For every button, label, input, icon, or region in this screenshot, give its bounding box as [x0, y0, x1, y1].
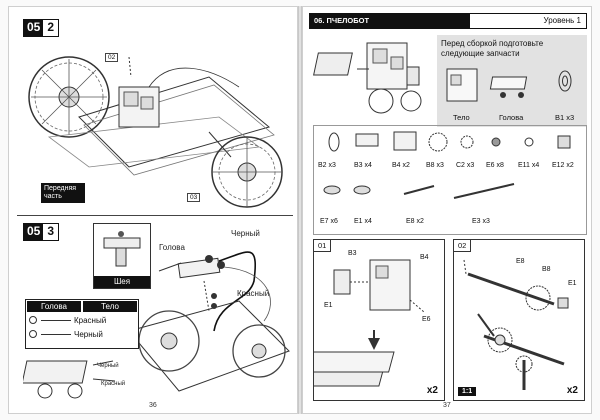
panel-number: 02 [454, 240, 472, 252]
label-e8: E8 [516, 258, 525, 265]
small-black-label: Черный [97, 363, 119, 369]
legend-row-black: Черный [26, 327, 138, 341]
page-number-right: 37 [443, 402, 451, 409]
label-b8: B8 [542, 266, 551, 273]
red-wire-label: Красный [237, 289, 270, 298]
part-b8: B8 x3 [426, 162, 444, 169]
head-label: Голова [159, 243, 185, 252]
label-e1: E1 [324, 302, 333, 309]
step-number: 3 [43, 224, 59, 240]
step-number: 2 [43, 20, 59, 36]
section-header: 06. ПЧЕЛОБОТ Уровень 1 [309, 13, 587, 29]
neck-inset: Шея [93, 223, 151, 289]
label-e6: E6 [422, 316, 431, 323]
parts-inventory-drawing [323, 131, 571, 199]
part-c2: C2 x3 [456, 162, 475, 169]
step-05-2-badge: 05 2 [23, 19, 60, 37]
panel-02-drawing [463, 259, 569, 390]
part-e1: E1 x4 [354, 218, 372, 225]
assembly-drawing-step-2 [28, 56, 283, 208]
legend-black-label: Черный [74, 329, 103, 339]
assembly-panel-02: 02 E8 B8 E1 1:1 x2 [453, 239, 585, 401]
part-e12: E12 x2 [552, 162, 574, 169]
minus-icon [29, 330, 37, 338]
panel-02-multiplier: x2 [566, 385, 578, 396]
wire-line [41, 333, 71, 335]
bee-robot-overview [313, 42, 422, 114]
scale-badge: 1:1 [458, 387, 477, 396]
prep-item-body: Тело [453, 113, 470, 122]
black-wire-label: Черный [231, 229, 260, 238]
step-chapter: 05 [24, 20, 44, 36]
part-e6: E6 x8 [486, 162, 504, 169]
book-spine [298, 6, 302, 414]
label-e1: E1 [568, 280, 577, 287]
neck-label: Шея [94, 276, 150, 288]
legend-header-head: Голова [27, 301, 81, 312]
legend-header-body: Тело [83, 301, 137, 312]
prep-parts-drawing [446, 68, 572, 102]
step-05-3-badge: 05 3 [23, 223, 60, 241]
section-title: 06. ПЧЕЛОБОТ [309, 13, 469, 29]
step-chapter: 05 [24, 224, 44, 240]
label-b4: B4 [420, 254, 429, 261]
plus-icon [29, 316, 37, 324]
panel-01-multiplier: x2 [426, 385, 438, 396]
part-e3: E3 x3 [472, 218, 490, 225]
prep-item-head: Голова [499, 113, 524, 122]
part-b2: B2 x3 [318, 162, 336, 169]
prep-instructions: Перед сборкой подготовьте следующие запч… [441, 39, 544, 58]
callout-02: 02 [105, 53, 119, 62]
section-divider [17, 215, 293, 216]
prep-parts-panel: Перед сборкой подготовьте следующие запч… [437, 35, 587, 127]
parts-inventory: B2 x3 B3 x4 B4 x2 B8 x3 C2 x3 E6 x8 E11 … [313, 125, 587, 235]
legend-red-label: Красный [74, 315, 107, 325]
left-page: 05 2 [8, 6, 298, 414]
label-b3: B3 [348, 250, 357, 257]
part-b4: B4 x2 [392, 162, 410, 169]
right-page: 06. ПЧЕЛОБОТ Уровень 1 Перед сборкой под… [302, 6, 592, 414]
part-e8: E8 x2 [406, 218, 424, 225]
page-number-left: 36 [149, 402, 157, 409]
wire-legend: Голова Тело Красный Черный [25, 299, 139, 349]
panel-number: 01 [314, 240, 332, 252]
level-indicator: Уровень 1 [469, 13, 587, 29]
battery-box-drawing [23, 360, 116, 399]
neck-part-drawing [103, 231, 141, 267]
prep-item-b1: B1 x3 [555, 113, 575, 122]
legend-row-red: Красный [26, 313, 138, 327]
callout-03: 03 [187, 193, 201, 202]
small-red-label: Красный [101, 381, 126, 387]
assembly-panel-01: 01 B3 B4 E1 E6 x2 [313, 239, 445, 401]
part-e7: E7 x6 [320, 218, 338, 225]
wire-line [41, 319, 71, 321]
assembly-drawing-step-3 [128, 251, 290, 392]
part-b3: B3 x4 [354, 162, 372, 169]
front-part-label: Передняя часть [41, 183, 85, 203]
part-e11: E11 x4 [518, 162, 540, 169]
panel-01-drawing [314, 259, 425, 387]
